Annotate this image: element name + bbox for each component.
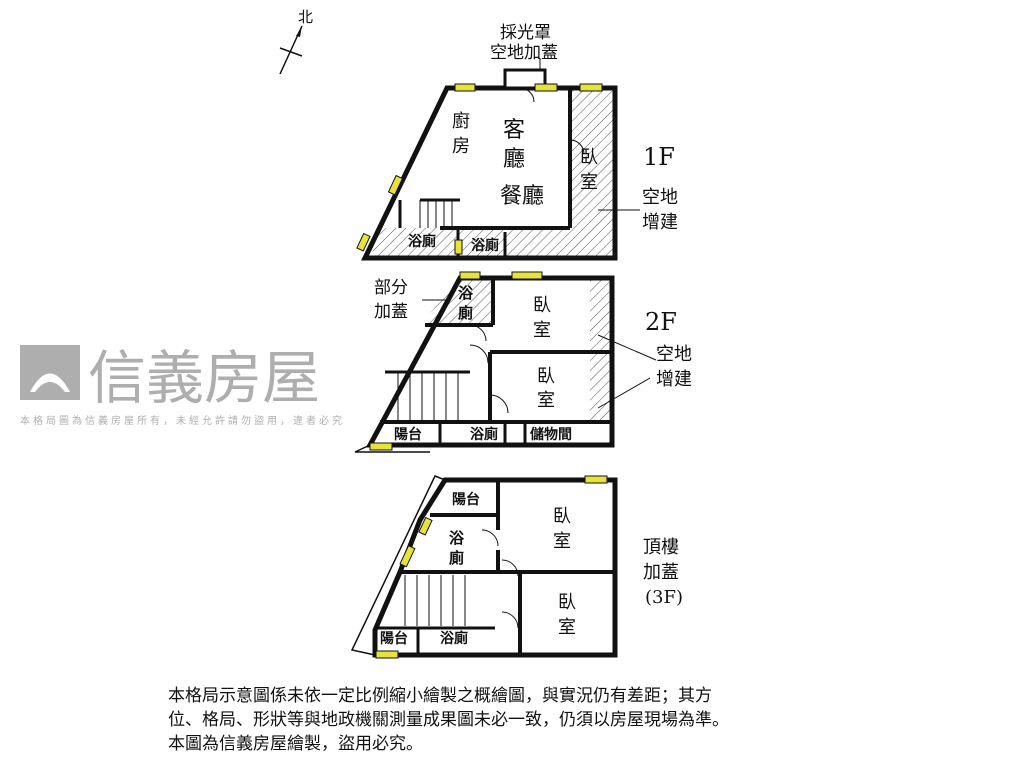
- annex-label-2: 增建: [642, 212, 678, 233]
- skylight-sub-label: 空地加蓋: [490, 43, 558, 63]
- kitchen-label-2: 房: [452, 136, 470, 157]
- annex-label: 空地: [642, 187, 678, 208]
- watermark: 信義房屋 本格局圖為信義房屋所有，未經允許請勿盜用，違者必究: [20, 344, 345, 427]
- bedroom-label: 臥: [580, 147, 598, 168]
- living-label: 客: [503, 118, 525, 143]
- bath-label: 浴: [449, 529, 465, 547]
- balcony-label-2: 陽台: [380, 630, 408, 647]
- living-label-2: 廳: [503, 147, 525, 172]
- annex-label: 空地: [656, 344, 692, 365]
- bedroom-label-2: 室: [553, 531, 571, 552]
- disclaimer-line: 本圖為信義房屋繪製，盜用必究。: [168, 734, 423, 754]
- annex-label: 頂樓: [643, 537, 679, 558]
- bedroom-label: 臥: [553, 506, 571, 527]
- watermark-text: 本格局圖為信義房屋所有，未經允許請勿盜用，違者必究: [20, 414, 345, 427]
- floor-1f-label: 1F: [643, 143, 675, 171]
- bath-label-2: 廁: [449, 549, 464, 567]
- bath-label-3: 浴廁: [470, 426, 498, 443]
- bedroom-label-3: 臥: [537, 366, 555, 387]
- partial-cover-label-2: 加蓋: [374, 302, 408, 322]
- dining-label: 餐廳: [500, 184, 544, 209]
- exterior-wall: [372, 477, 618, 658]
- bath-label: 浴廁: [408, 233, 436, 250]
- bedroom-label-4: 室: [537, 390, 555, 411]
- disclaimer-line: 位、格局、形狀等與地政機關測量成果圖未必一致，仍須以房屋現場為準。: [168, 710, 729, 730]
- bedroom-label-2: 室: [580, 172, 598, 193]
- windows: [356, 83, 603, 255]
- partial-cover-label: 部分: [374, 278, 408, 298]
- disclaimer-notes: 本格局示意圖係未依一定比例縮小繪製之概繪圖，與實況仍有差距；其方 位、格局、形狀…: [168, 684, 888, 756]
- balcony-label: 陽台: [394, 426, 422, 443]
- floor-1f: 採光罩 空地加蓋 廚 房 客 廳 餐廳 臥 室 浴廁 浴廁 1F 空地 增建: [356, 23, 678, 261]
- watermark-logo-icon: [20, 345, 80, 400]
- north-arrow-icon: 北: [279, 8, 313, 75]
- bedroom-label: 臥: [533, 295, 551, 316]
- disclaimer-line: 本格局示意圖係未依一定比例縮小繪製之概繪圖，與實況仍有差距；其方: [168, 686, 712, 706]
- north-label: 北: [298, 8, 313, 26]
- bath-label-3: 浴廁: [440, 630, 468, 647]
- annex-label-2: 加蓋: [643, 562, 679, 583]
- bath-label-2: 浴廁: [471, 237, 499, 254]
- storage-label: 儲物間: [529, 426, 572, 443]
- floor-3f: 陽台 浴 廁 臥 室 臥 室 陽台 浴廁 頂樓 加蓋 (3F): [350, 475, 683, 659]
- annex-label-3: (3F): [645, 587, 683, 608]
- exterior-wall: [361, 85, 618, 261]
- bedroom-label-2: 室: [533, 320, 551, 341]
- floor-2f-label: 2F: [645, 308, 677, 336]
- balcony-label: 陽台: [452, 491, 480, 508]
- hatched-annex: [370, 88, 615, 258]
- skylight-label: 採光罩: [500, 23, 551, 43]
- bath-label-2: 廁: [458, 304, 473, 322]
- annex-label-2: 增建: [656, 369, 692, 390]
- exterior-wall: [365, 275, 615, 448]
- bedroom-label-4: 室: [558, 617, 576, 638]
- bedroom-label-3: 臥: [558, 592, 576, 613]
- bath-label: 浴: [458, 284, 474, 302]
- floor-2f: 部分 加蓋 浴 廁 臥 室 臥 室 陽台 浴廁 儲物間 2F 空地 增建: [354, 271, 692, 453]
- kitchen-label: 廚: [452, 110, 470, 132]
- watermark-brand: 信義房屋: [88, 344, 320, 412]
